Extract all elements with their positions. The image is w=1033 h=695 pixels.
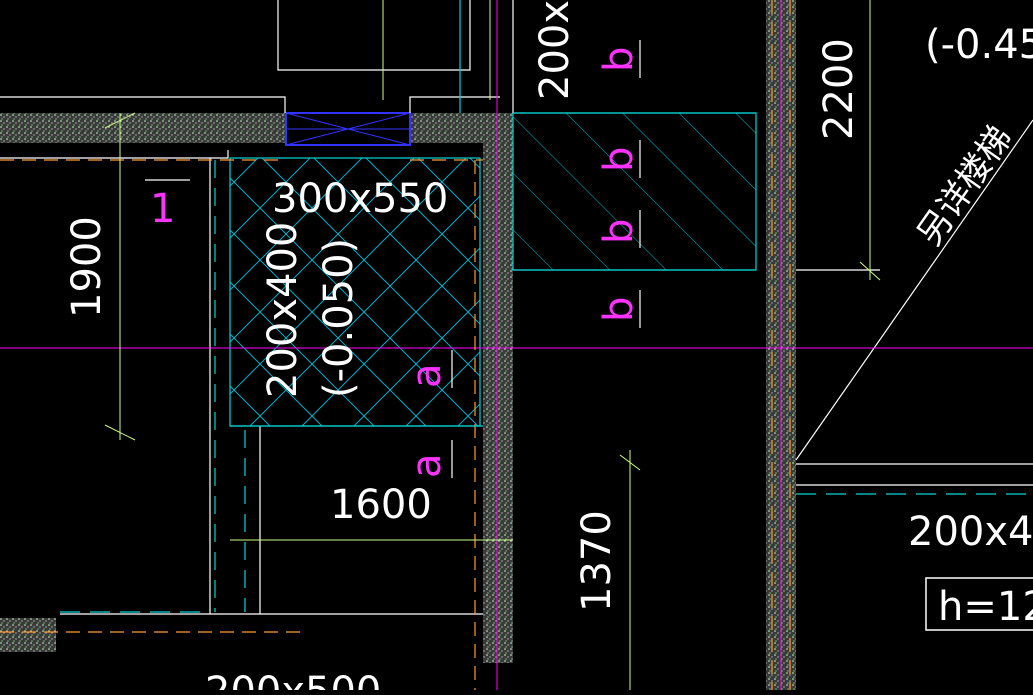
- section-ticks: [145, 40, 641, 478]
- beam-label-200x40: 200x40: [908, 509, 1033, 555]
- section-mark-1: 1: [150, 186, 175, 232]
- section-mark-a-1: a: [404, 363, 450, 388]
- beam-lines: [60, 0, 1033, 613]
- beam-level-0050: (-0.050): [316, 238, 362, 398]
- h-box: [925, 577, 1033, 631]
- beam-label-200x400: 200x400: [260, 222, 306, 398]
- wall-opening: [285, 112, 411, 146]
- dim-2200: 2200: [816, 38, 862, 140]
- beam-label-300x550: 300x550: [272, 176, 448, 222]
- slab-hatch-cross: [229, 157, 481, 427]
- level-top-right: (-0.45: [925, 22, 1033, 68]
- stair-note: 另详楼梯: [910, 119, 1021, 253]
- section-mark-b-3: b: [596, 219, 642, 244]
- section-mark-a-2: a: [404, 453, 450, 478]
- h-label: h=120: [938, 584, 1033, 630]
- section-mark-b-4: b: [596, 297, 642, 322]
- wall-top-left: [0, 113, 285, 143]
- section-mark-b-1: b: [596, 47, 642, 72]
- beam-label-200x5: 200x5: [532, 0, 578, 100]
- beam-label-200x500: 200x500: [205, 669, 381, 690]
- wall-vertical-mid: [483, 113, 513, 663]
- wall-bottom-left: [0, 618, 56, 652]
- dim-1370: 1370: [574, 510, 620, 612]
- outlines: [0, 0, 1033, 615]
- dim-1600: 1600: [330, 482, 432, 528]
- hidden-lines: [0, 0, 791, 690]
- section-mark-b-2: b: [596, 147, 642, 172]
- dimension-lines: [104, 0, 881, 690]
- dim-1900: 1900: [64, 216, 110, 318]
- slab-hatch-diag: [512, 112, 757, 271]
